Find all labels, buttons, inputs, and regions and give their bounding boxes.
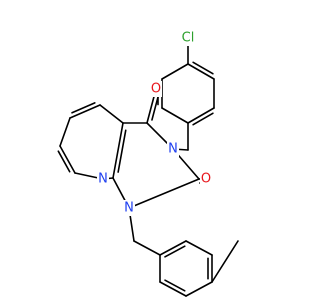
bond-b1-b2: [159, 240, 187, 256]
bond-b5-b6: [159, 281, 187, 297]
bond-b4-b5: [185, 281, 213, 297]
bond-b4-me: [211, 240, 239, 283]
atom-label-n3: N: [168, 142, 178, 157]
atom-nitrogen-3: N: [167, 141, 179, 157]
atom-label-cl: Cl: [182, 31, 195, 46]
atom-nitrogen-8: N: [97, 171, 109, 187]
bond-b2-b3: [185, 240, 213, 256]
bond-p7-p8-second: [57, 150, 71, 173]
molecule-structure: Cl N N N O O: [57, 30, 239, 297]
bond-c8a-c4a2-second: [117, 129, 127, 173]
bond-c4d-c4e: [187, 107, 215, 124]
bond-p6-p7: [59, 117, 71, 147]
bond-p7-p8: [59, 145, 76, 174]
bond-b5-b6-second: [164, 279, 186, 292]
bond-c4c-c4d: [161, 107, 189, 124]
bond-c4-o4-second: [151, 93, 160, 121]
bond-c4f-c4a-second: [192, 61, 214, 75]
atom-nitrogen-1: N: [123, 200, 135, 216]
bond-p5-p6: [69, 104, 101, 119]
bond-p5-p6-second: [71, 102, 96, 114]
bond-b1-b2-second: [164, 245, 186, 258]
bond-c2-n1: [128, 178, 200, 209]
atom-label-n1: N: [124, 201, 134, 216]
bond-c4a-c4b: [161, 63, 189, 80]
atom-oxygen-2: O: [200, 171, 212, 187]
atom-oxygen-4: O: [150, 81, 162, 97]
atom-label-o4: O: [151, 82, 161, 97]
atom-chlorine: Cl: [178, 30, 198, 46]
bond-c8a-c4a2: [112, 122, 124, 179]
bond-lines: [57, 37, 239, 297]
bond-c4d-c4e-second: [192, 112, 214, 126]
bond-c4f-c4a: [187, 63, 215, 80]
atom-label-n8: N: [98, 172, 108, 187]
atom-label-o2: O: [201, 172, 211, 187]
bond-ch2b-b1: [133, 240, 161, 256]
bond-c4a2-p5: [99, 104, 124, 124]
